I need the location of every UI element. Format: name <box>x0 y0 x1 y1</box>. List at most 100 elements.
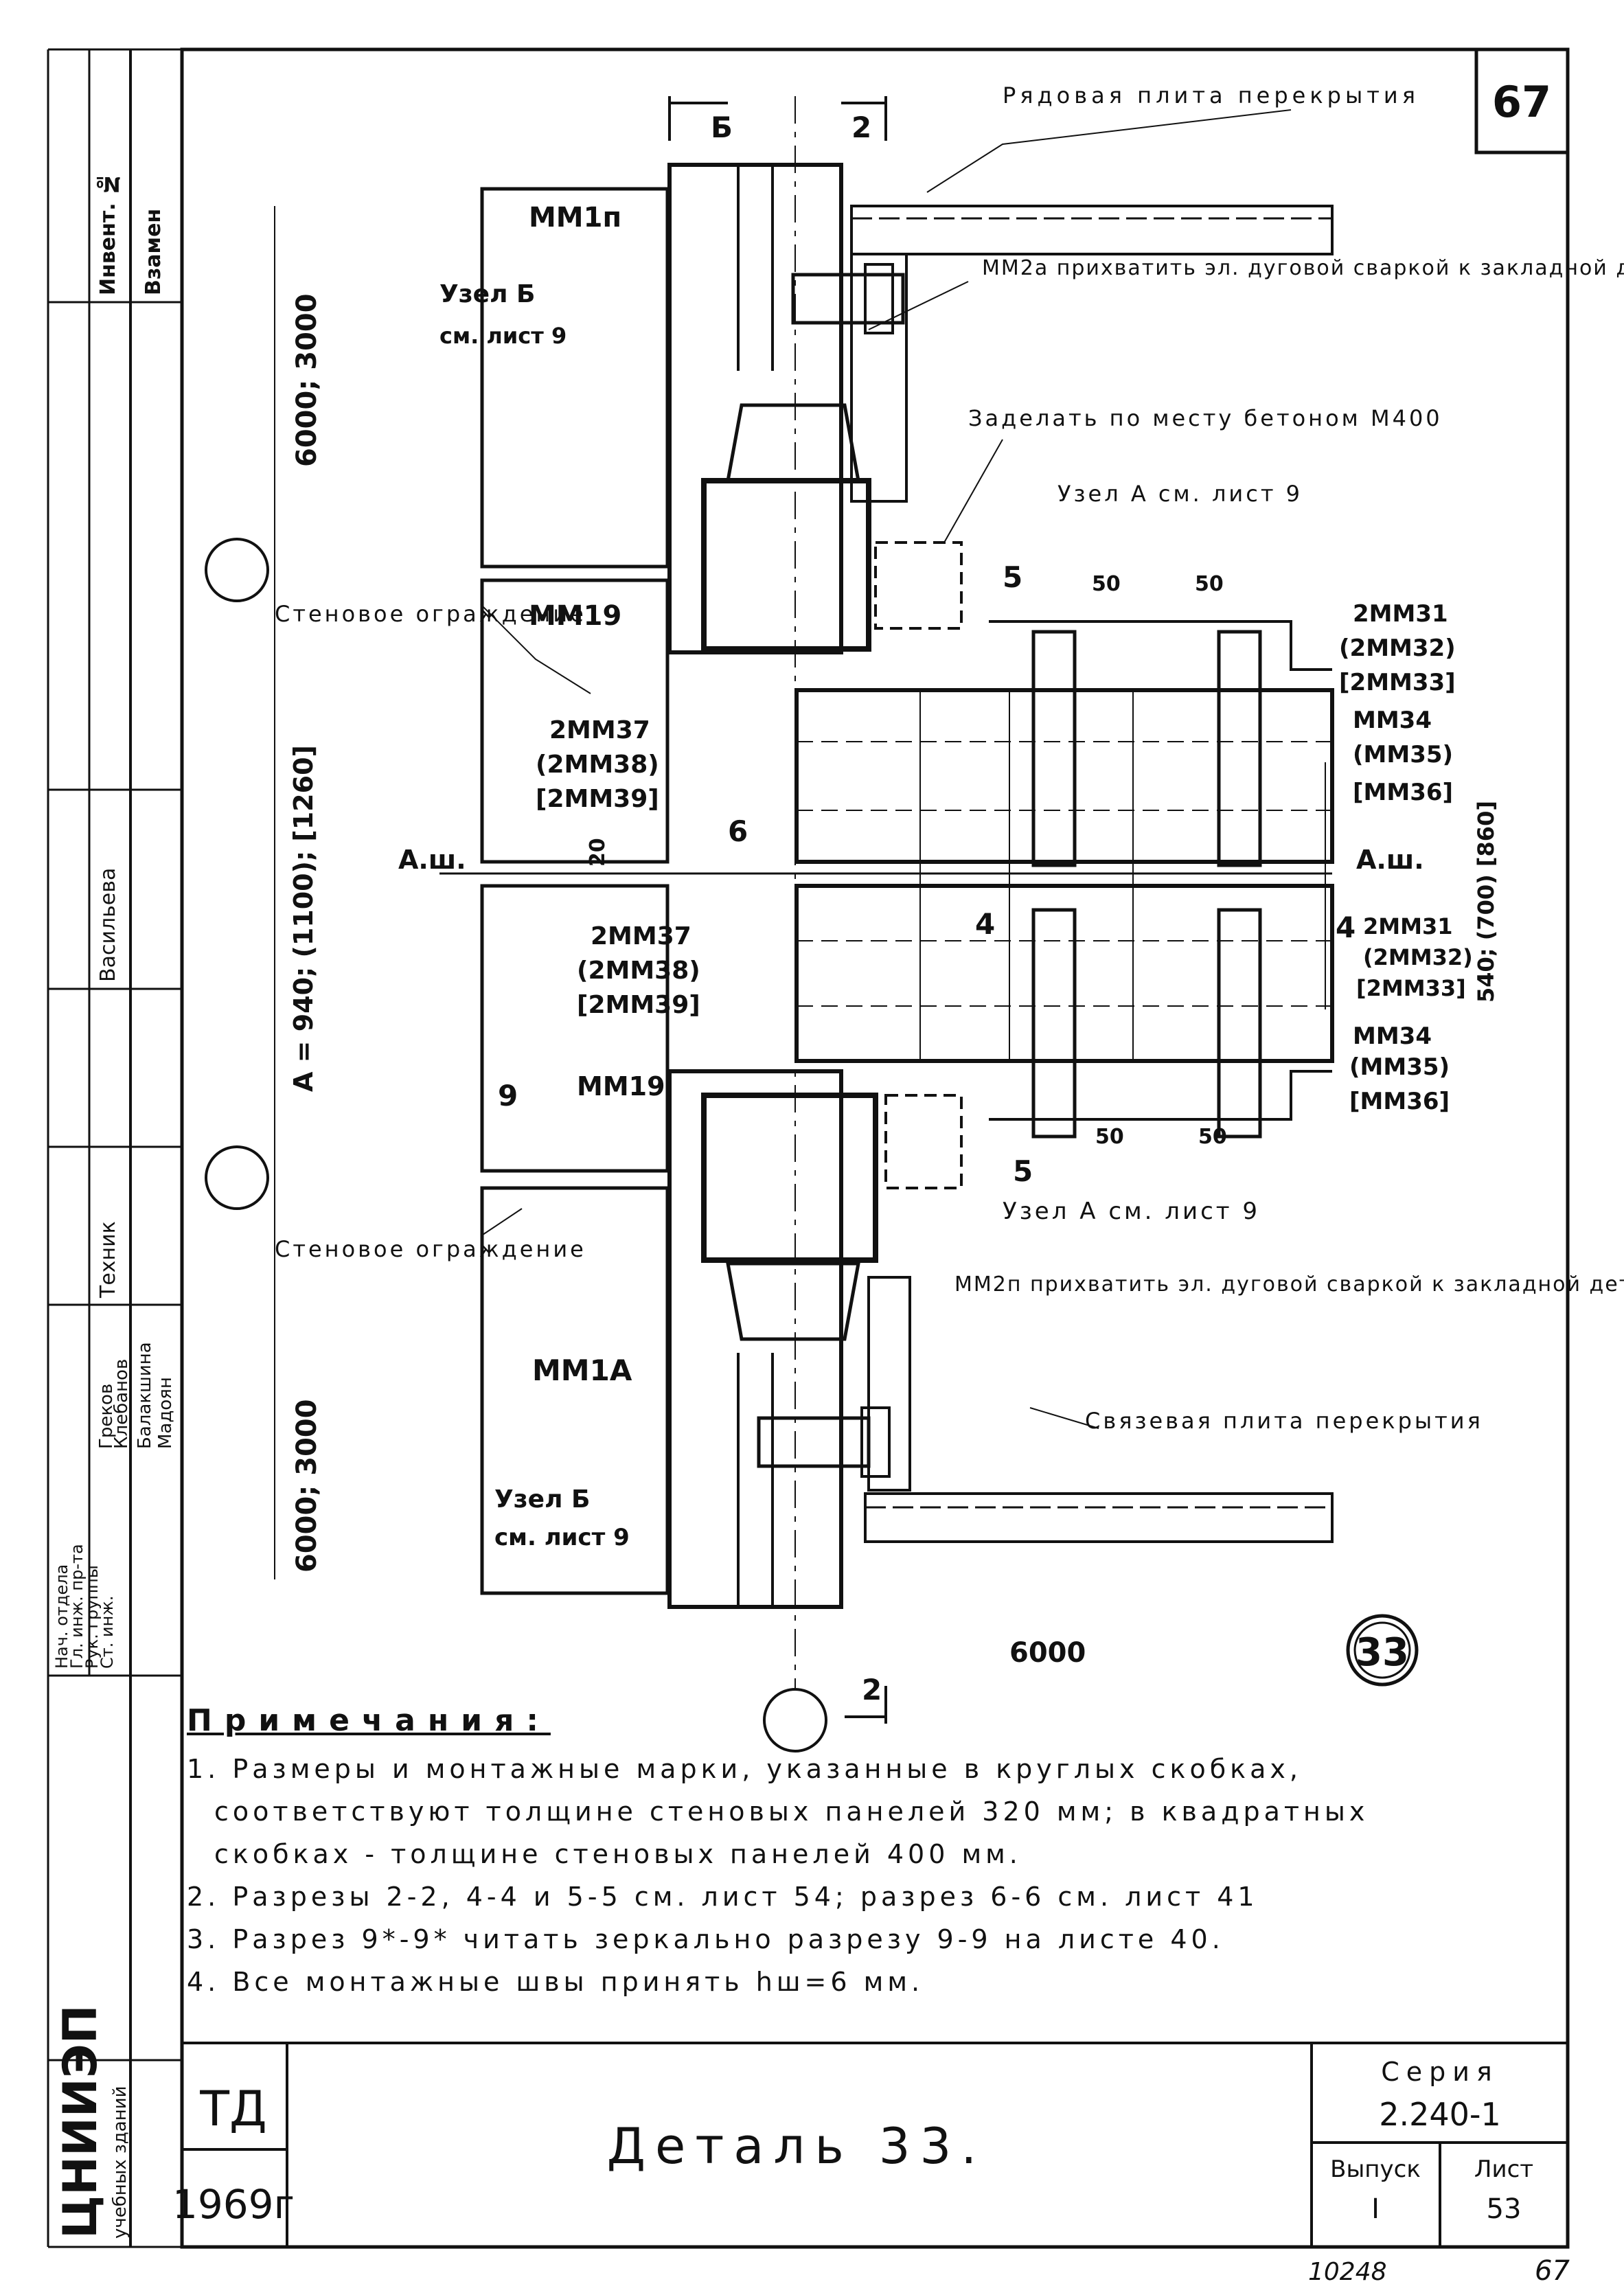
label-mm39-top: [2ММ39] <box>536 785 659 813</box>
archive-number: 10248 <box>1308 2258 1387 2286</box>
label-right-top-3: [2ММ33] <box>1339 669 1456 696</box>
connection-plate-top <box>791 273 905 325</box>
label-right-bot-4: ММ34 <box>1353 1023 1432 1050</box>
note-line: 2. Разрезы 2-2, 4-4 и 5-5 см. лист 54; р… <box>187 1882 1259 1912</box>
label-section-4: 4 <box>975 907 995 941</box>
label-axis-left: А.ш. <box>398 845 466 875</box>
axis-circle-top <box>205 538 269 602</box>
side-name-2: Клебанов <box>111 1358 132 1449</box>
side-technician-name: Васильева <box>96 867 120 982</box>
side-replace-label: Взамен <box>141 208 165 295</box>
issue-label: Выпуск <box>1330 2156 1421 2183</box>
label-dim-50-a: 50 <box>1092 572 1121 596</box>
side-org: ЦНИИЭП <box>54 2005 108 2239</box>
label-node-b-top: Узел Б <box>439 280 535 308</box>
label-section-5-bot: 5 <box>1013 1154 1033 1188</box>
label-section-b-top: Б <box>711 111 733 144</box>
side-name-3: Балакшина <box>135 1342 155 1449</box>
label-mm39-bot: [2ММ39] <box>577 991 700 1019</box>
slab-row <box>850 205 1334 255</box>
label-section-5-top: 5 <box>1003 560 1022 594</box>
label-node-b-bot: Узел Б <box>494 1485 590 1514</box>
label-mm38-top: (2ММ38) <box>536 751 659 779</box>
label-mm37-bot: 2ММ37 <box>591 922 691 950</box>
sheet-number-box <box>1474 47 1570 155</box>
label-axis-right: А.ш. <box>1356 845 1424 875</box>
label-weld-bot: ММ2п прихватить эл. дуговой сваркой к за… <box>954 1272 1624 1297</box>
note-line: скобках - толщине стеновых панелей 400 м… <box>214 1839 1022 1869</box>
embedded-block-top <box>701 478 871 652</box>
label-section-2-bot: 2 <box>862 1673 882 1706</box>
anchor-bolt-4 <box>1217 908 1262 1139</box>
label-section-2-top: 2 <box>851 111 871 144</box>
wall-panel-mid-upper <box>480 578 670 864</box>
notes-heading: Примечания: <box>187 1703 551 1738</box>
label-right-bot-3: [2ММ33] <box>1356 975 1466 1001</box>
label-mm37-top: 2ММ37 <box>549 716 650 744</box>
label-tie-slab: Связевая плита перекрытия <box>1085 1408 1483 1434</box>
label-wall-fence-top: Стеновое ограждение <box>275 601 586 627</box>
label-node-a-top: Узел А см. лист 9 <box>1057 481 1303 507</box>
anchor-bolt-1 <box>1031 630 1077 867</box>
label-right-top-4: ММ34 <box>1353 707 1432 734</box>
side-name-4: Мадоян <box>155 1377 176 1449</box>
label-right-bot-2: (2ММ32) <box>1363 944 1473 970</box>
label-right-bot-6: [ММ36] <box>1349 1088 1450 1115</box>
sheet-label: Лист <box>1474 2156 1533 2183</box>
label-node-b-top-ref: см. лист 9 <box>439 323 567 349</box>
title-td: ТД <box>199 2081 266 2137</box>
label-section-6: 6 <box>728 814 748 848</box>
label-dim-6000-3000-top: 6000; 3000 <box>291 293 323 467</box>
transfer-beam-lower <box>794 884 1334 1063</box>
label-dim-50-b: 50 <box>1195 572 1224 596</box>
label-right-top-2: (2ММ32) <box>1339 635 1456 662</box>
note-line: 1. Размеры и монтажные марки, указанные … <box>187 1754 1302 1784</box>
title-main: Деталь 33. <box>607 2117 986 2175</box>
label-mm1p: ММ1п <box>529 202 621 233</box>
label-right-top-5: (ММ35) <box>1353 741 1453 768</box>
label-section-9: 9 <box>498 1079 518 1112</box>
series-value: 2.240-1 <box>1379 2096 1501 2133</box>
label-row-slab: Рядовая плита перекрытия <box>1003 82 1419 109</box>
label-mm19-bot: ММ19 <box>577 1071 665 1101</box>
note-line: 3. Разрез 9*-9* читать зеркально разрезу… <box>187 1924 1224 1954</box>
label-dim-50-d: 50 <box>1198 1125 1227 1149</box>
label-node-b-bot-ref: см. лист 9 <box>494 1524 630 1551</box>
sheet-value: 53 <box>1487 2193 1522 2225</box>
side-org-sub: учебных зданий <box>110 2086 130 2239</box>
label-mm19-top: ММ19 <box>529 600 621 632</box>
label-wall-fence-bot: Стеновое ограждение <box>275 1236 586 1262</box>
label-dim-50-c: 50 <box>1095 1125 1124 1149</box>
issue-value: I <box>1371 2193 1380 2225</box>
label-right-bot-1: 2ММ31 <box>1363 913 1452 939</box>
note-line: соответствуют толщине стеновых панелей 3… <box>214 1796 1369 1827</box>
sheet-number: 67 <box>1492 77 1551 127</box>
label-dim-20: 20 <box>586 838 610 867</box>
label-right-top-6: [ММ36] <box>1353 779 1453 806</box>
side-role-4: Ст. инж. <box>98 1595 117 1669</box>
detail-number: 33 <box>1356 1630 1409 1675</box>
note-line: 4. Все монтажные швы принять hш=6 мм. <box>187 1967 924 1997</box>
column-upper <box>667 163 843 654</box>
embedded-block-bottom <box>701 1093 878 1263</box>
page-number-bottom: 67 <box>1535 2255 1570 2287</box>
slab-tie <box>864 1492 1334 1543</box>
concrete-infill-top <box>874 541 963 630</box>
label-node-a-bot: Узел А см. лист 9 <box>1003 1198 1260 1225</box>
side-inv-label: Инвент. № <box>96 171 120 295</box>
label-dim-6000-bottom: 6000 <box>1009 1637 1086 1669</box>
label-dim-6000-3000-bot: 6000; 3000 <box>291 1399 323 1573</box>
notes-block: Примечания: 1. Размеры и монтажные марки… <box>187 1703 1491 2003</box>
label-right-bot-5: (ММ35) <box>1349 1053 1450 1081</box>
label-weld-top: ММ2а прихватить эл. дуговой сваркой к за… <box>982 256 1624 280</box>
corbel-top <box>726 403 860 483</box>
label-concrete: Заделать по месту бетоном М400 <box>968 405 1443 431</box>
anchor-bolt-2 <box>1217 630 1262 867</box>
transfer-beam-upper <box>794 688 1334 864</box>
wall-panel-top <box>480 187 670 569</box>
side-technician-role: Техник <box>96 1221 120 1298</box>
wall-panel-mid-lower <box>480 884 670 1173</box>
title-block <box>181 2042 1569 2248</box>
label-right-top-1: 2ММ31 <box>1353 600 1448 628</box>
concrete-infill-bottom <box>884 1094 963 1189</box>
